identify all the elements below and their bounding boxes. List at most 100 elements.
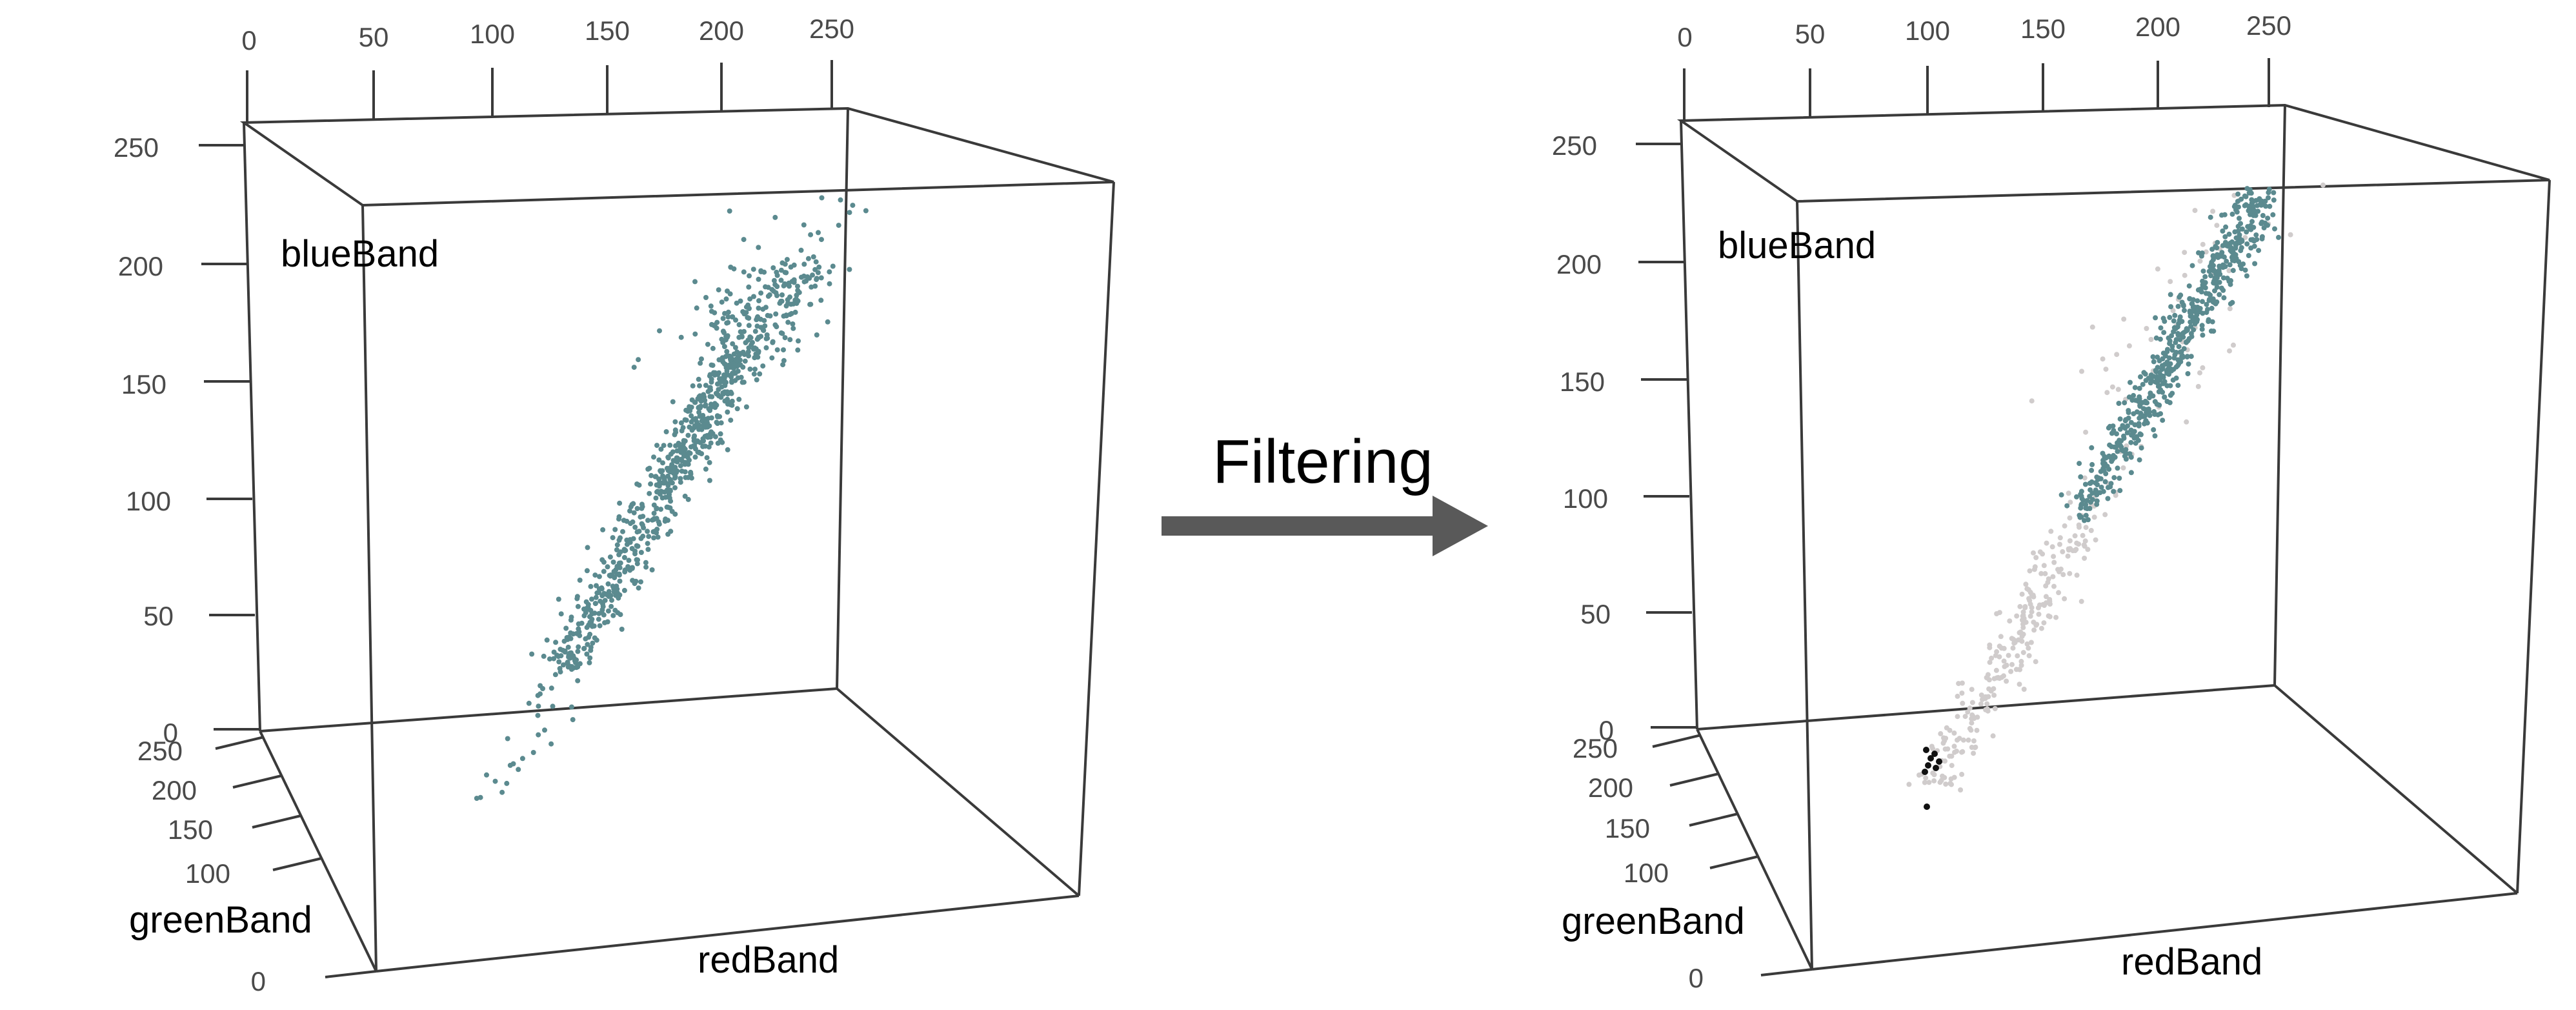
data-point [551, 649, 557, 655]
data-point [2243, 194, 2249, 199]
data-point [558, 611, 564, 617]
data-point [2195, 305, 2200, 310]
data-point [2074, 572, 2080, 578]
data-point [2173, 326, 2179, 332]
data-points-right [1906, 182, 2326, 810]
x-tick-label: 200 [2135, 12, 2180, 42]
data-point [718, 394, 724, 400]
data-point [763, 305, 769, 310]
y-tick-mark [1652, 734, 1702, 748]
data-point [2217, 263, 2222, 269]
data-point [624, 541, 630, 547]
data-point [1960, 700, 1966, 706]
data-point [830, 263, 836, 269]
data-point [695, 449, 701, 455]
data-point [2246, 253, 2251, 258]
data-point [2023, 581, 2029, 587]
data-point [787, 294, 792, 300]
data-point [816, 264, 822, 270]
data-point [2085, 547, 2091, 552]
data-point [2168, 304, 2174, 310]
data-point [2027, 568, 2033, 574]
data-point [1917, 773, 1922, 778]
data-point [1972, 745, 1978, 751]
data-point [713, 390, 719, 396]
data-point [1927, 755, 1934, 762]
data-point [709, 308, 714, 314]
data-point [1942, 746, 1948, 752]
data-point [707, 460, 712, 465]
data-point [609, 598, 614, 603]
data-point [690, 383, 696, 389]
data-point [592, 601, 598, 607]
data-point [2168, 279, 2173, 285]
data-point [1978, 701, 1984, 707]
data-point [723, 379, 729, 385]
data-point [654, 505, 659, 511]
data-point [703, 295, 709, 300]
data-point [651, 510, 657, 516]
data-point [526, 700, 532, 706]
data-point [687, 404, 692, 410]
data-point [729, 390, 734, 396]
data-point [2215, 239, 2220, 245]
data-point [600, 527, 606, 532]
cube-edge [361, 205, 377, 972]
data-point [2028, 640, 2034, 645]
data-point [1955, 714, 1960, 720]
data-point [770, 288, 776, 294]
data-point [565, 644, 571, 650]
data-point [801, 222, 807, 228]
data-point [2243, 202, 2249, 208]
data-point [577, 632, 583, 638]
data-point [782, 335, 788, 341]
data-point [2004, 662, 2009, 668]
data-point [682, 493, 688, 499]
data-point [2128, 454, 2134, 460]
data-point [622, 569, 628, 575]
data-point [715, 381, 720, 387]
data-point [2089, 324, 2095, 330]
x-tick-label: 50 [1795, 19, 1826, 49]
data-point [710, 430, 716, 436]
cube-edge [1078, 181, 1115, 896]
data-point [741, 237, 747, 243]
data-point [747, 296, 753, 302]
data-point [2260, 213, 2266, 218]
x-tick-label: 0 [241, 25, 256, 56]
data-point [708, 440, 714, 446]
data-point [2261, 225, 2267, 230]
data-point [2248, 223, 2253, 228]
data-point [2056, 590, 2062, 596]
data-point [561, 662, 566, 668]
data-point [2130, 430, 2136, 436]
data-point [2126, 343, 2132, 348]
z-tick-label: 250 [1552, 130, 1597, 161]
data-point [2018, 663, 2024, 668]
data-point [2088, 528, 2094, 533]
data-point [569, 663, 574, 669]
data-point [638, 550, 644, 555]
data-point [2080, 532, 2086, 538]
data-point [609, 603, 614, 609]
data-point [2102, 479, 2108, 485]
y-tick-mark [232, 774, 282, 789]
data-point [634, 529, 640, 535]
data-point [2001, 645, 2007, 651]
data-point [2043, 594, 2049, 600]
data-point [1989, 655, 1995, 661]
data-point [634, 506, 640, 511]
data-point [1942, 738, 1947, 743]
data-point [718, 420, 724, 426]
data-point [598, 598, 603, 604]
data-point [585, 641, 590, 647]
data-point [2164, 348, 2170, 354]
data-point [2244, 229, 2249, 235]
y-tick-mark [1689, 813, 1738, 827]
data-points-left [474, 195, 869, 801]
cube-edge [2273, 105, 2286, 686]
data-point [760, 363, 766, 369]
data-point [1984, 701, 1990, 707]
data-point [2018, 658, 2024, 664]
data-point [682, 417, 688, 423]
